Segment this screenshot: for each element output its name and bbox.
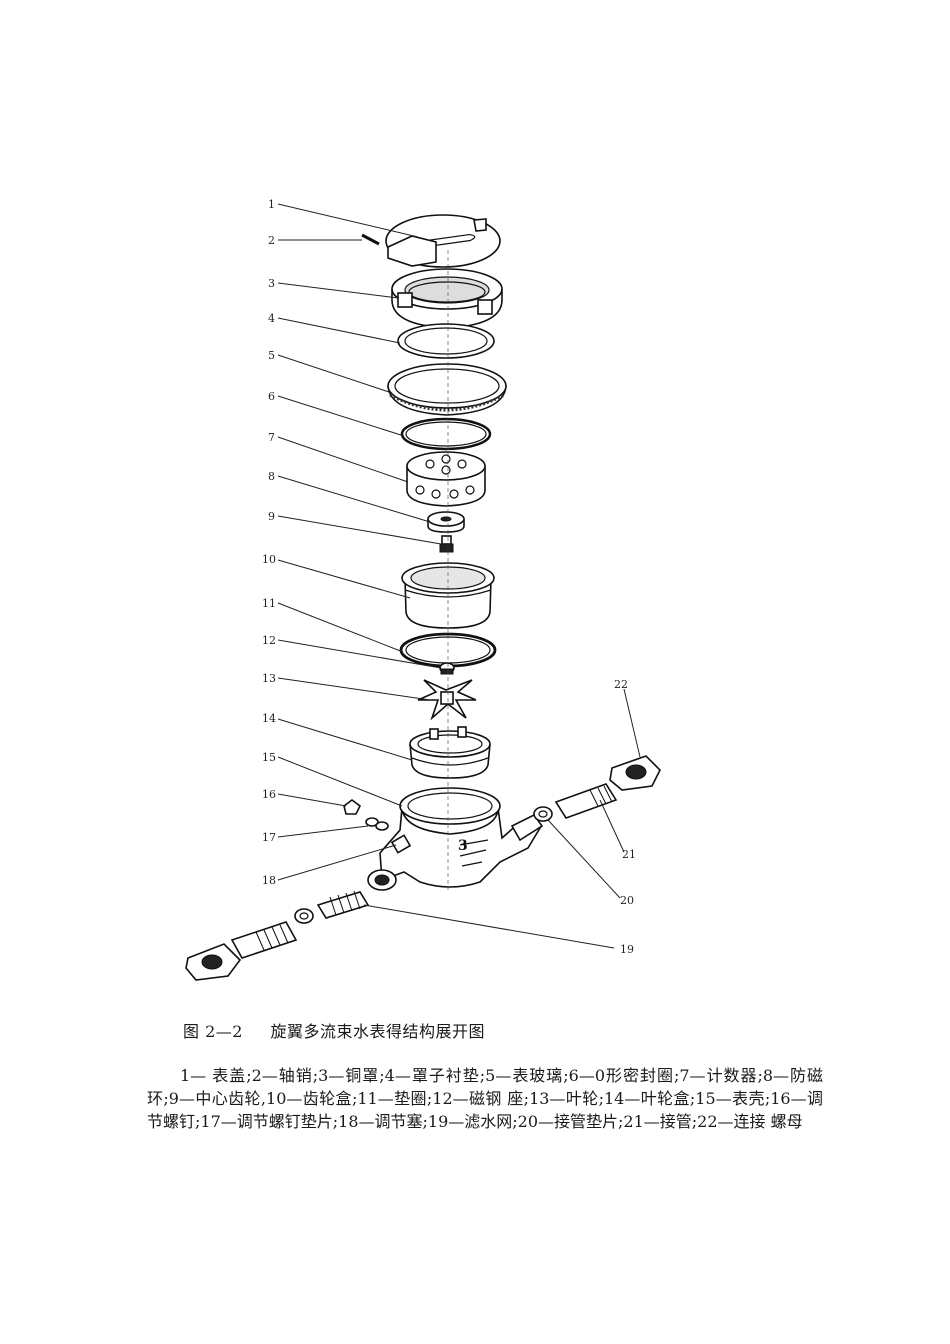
leader-lines [277, 203, 641, 949]
part-12-magnet-seat [439, 662, 455, 675]
parts-legend: 1— 表盖;2—轴销;3—铜罩;4—罩子衬垫;5—表玻璃;6—0形密封圈;7—计… [147, 1066, 823, 1131]
callout-16: 16 [262, 788, 276, 801]
svg-text:3: 3 [458, 838, 468, 854]
part-13-impeller [417, 679, 477, 721]
part-2-pin [361, 233, 380, 246]
part-21-pipe-left [230, 921, 298, 959]
part-9-center-gear [439, 535, 454, 553]
part-19-filter [294, 890, 370, 924]
callout-9: 9 [268, 510, 275, 523]
part-4-gasket [397, 323, 495, 359]
callout-13: 13 [262, 672, 276, 685]
part-22-nut-right [609, 755, 661, 791]
exploded-view-diagram: 3 [185, 198, 661, 981]
part-22-nut-left [185, 943, 242, 981]
callout-21: 21 [622, 848, 636, 861]
part-8-magnetic-shield-ring [427, 511, 465, 533]
callout-5: 5 [268, 349, 275, 362]
callout-15: 15 [262, 751, 276, 764]
callout-18: 18 [262, 874, 276, 887]
callout-4: 4 [268, 312, 275, 325]
callout-1: 1 [268, 198, 275, 211]
callout-22: 22 [614, 678, 628, 691]
callout-3: 3 [268, 277, 275, 290]
figure-number: 图 2—2 [183, 1022, 243, 1041]
part-21-pipe-right [554, 783, 618, 819]
callout-20: 20 [620, 894, 634, 907]
callout-14: 14 [262, 712, 276, 725]
callout-10: 10 [262, 553, 276, 566]
callout-11: 11 [262, 597, 276, 610]
part-6-o-ring [400, 417, 492, 451]
callout-19: 19 [620, 943, 634, 956]
callout-numbers: 1 2 3 4 5 6 7 8 9 10 11 12 13 14 15 16 1… [262, 198, 636, 956]
part-18-adjusting-plug [390, 834, 412, 854]
callout-17: 17 [262, 831, 276, 844]
part-3-copper-cover [391, 268, 503, 329]
part-17-screw-washer [365, 817, 389, 831]
part-15-meter-body: 3 [367, 787, 544, 891]
part-16-adjusting-screw [343, 799, 362, 815]
callout-12: 12 [262, 634, 276, 647]
callout-8: 8 [268, 470, 275, 483]
part-7-counter [406, 451, 486, 507]
callout-6: 6 [268, 390, 275, 403]
part-14-impeller-box [409, 726, 491, 779]
part-20-pipe-gasket [533, 806, 553, 822]
part-1-cover [385, 214, 501, 268]
figure-caption: 图 2—2 旋翼多流束水表得结构展开图 [183, 1018, 507, 1042]
callout-7: 7 [268, 431, 275, 444]
part-5-glass [387, 363, 507, 416]
callout-2: 2 [268, 234, 275, 247]
figure-title: 旋翼多流束水表得结构展开图 [270, 1022, 486, 1041]
